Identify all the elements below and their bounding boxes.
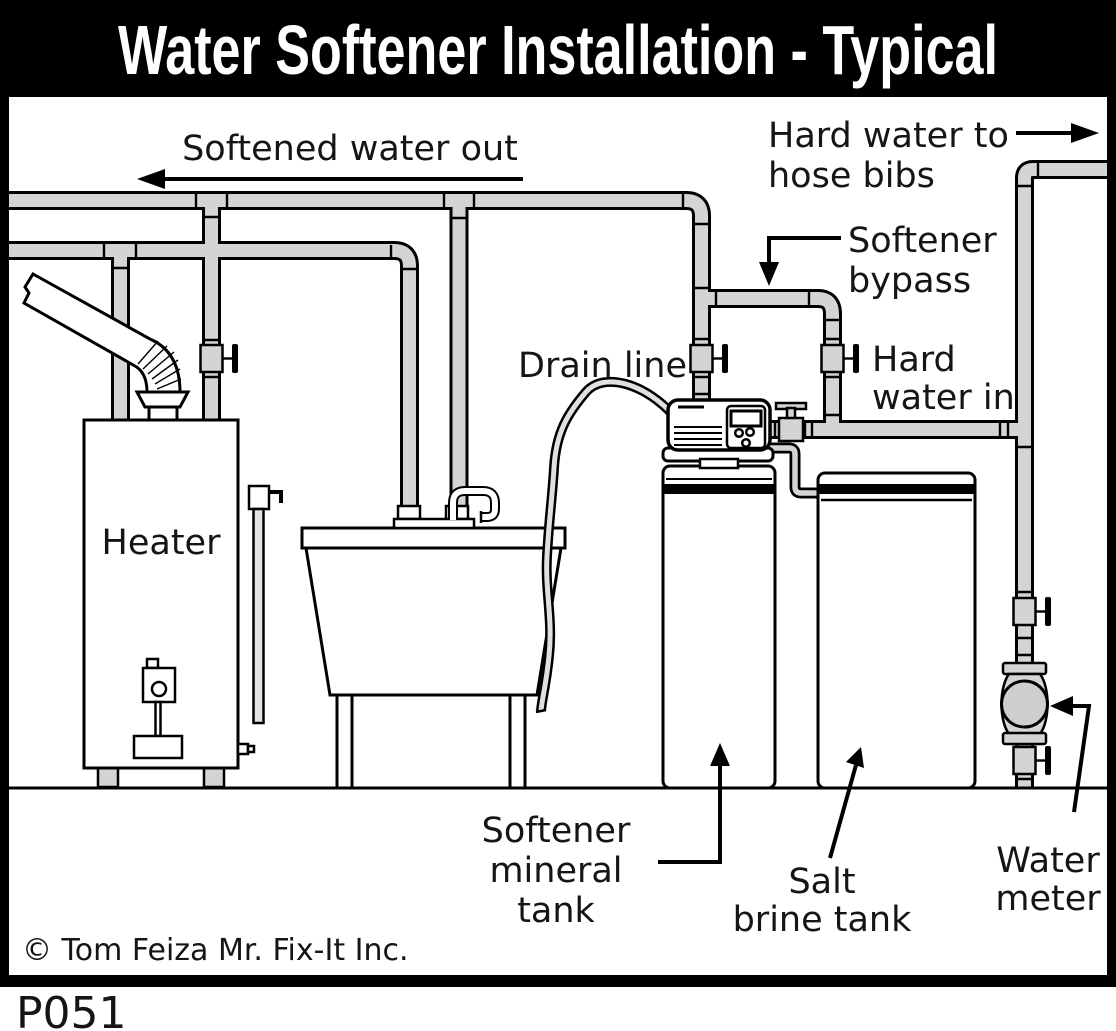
tank-band <box>663 484 775 494</box>
mineral-tank-label2: mineral <box>489 851 622 891</box>
diagram-frame: Water Softener Installation - Typical <box>0 0 1116 987</box>
draft-hood <box>134 390 191 409</box>
water-meter-label2: meter <box>995 879 1101 919</box>
softener-inlet-gate-valve <box>774 401 808 443</box>
burner-box <box>132 734 184 760</box>
tank-band <box>818 484 975 494</box>
drain-line-label: Drain line <box>518 346 687 386</box>
laundry-tub <box>300 486 567 790</box>
heater-foot <box>202 766 226 789</box>
hose-bibs-label: hose bibs <box>768 156 935 196</box>
tub-basin <box>304 546 563 697</box>
tub-leg <box>508 693 527 790</box>
hose-bibs-arrow <box>1016 123 1099 143</box>
drain-hose <box>535 382 676 714</box>
head-vents <box>674 426 722 446</box>
meter-upper-valve <box>1012 596 1051 627</box>
flue-elbow-ribs <box>137 340 182 390</box>
water-meter-label: Water <box>996 841 1100 881</box>
border-right <box>1107 97 1116 987</box>
salt-tank-leader-arrow <box>828 747 864 859</box>
meter-lower-valve <box>1012 745 1051 776</box>
control-button <box>744 426 756 438</box>
tub-leg <box>335 693 354 790</box>
bypass-left-valve <box>689 343 728 374</box>
figure-code: P051 <box>16 988 127 1031</box>
softened-water-arrow <box>137 169 523 189</box>
gas-supply-stem <box>154 700 162 738</box>
water-heater: Heater <box>22 271 283 789</box>
mineral-tank-label3: tank <box>517 891 595 931</box>
hard-water-in-label2: water in <box>872 378 1015 418</box>
bypass-right-valve <box>820 343 859 374</box>
page-title: Water Softener Installation - Typical <box>118 11 998 89</box>
softener-bypass-label: Softener <box>848 221 997 261</box>
hard-water-in-label: Hard <box>872 340 956 380</box>
water-meter <box>1000 661 1049 746</box>
mineral-tank-label: Softener <box>482 811 631 851</box>
faucet-deck <box>392 517 476 530</box>
softened-water-out-label: Softened water out <box>182 129 518 169</box>
annotations: Softened water out Hard water to hose bi… <box>137 116 1101 940</box>
tpr-valve <box>247 484 271 511</box>
flue-collar <box>147 405 179 422</box>
head-neck <box>698 457 740 470</box>
salt-tank-label: Salt <box>788 862 855 902</box>
faucet-escutcheon <box>396 504 422 521</box>
heater-label: Heater <box>102 523 222 563</box>
meter-dial <box>1000 679 1049 729</box>
softener-control-head <box>661 398 775 470</box>
heater-foot <box>96 766 120 789</box>
salt-tank-label2: brine tank <box>733 900 913 940</box>
drain-hose-end <box>535 708 547 714</box>
gas-valve-knob <box>145 657 160 670</box>
drain-spigot-tip <box>246 744 256 754</box>
salt-brine-tank <box>816 471 977 790</box>
gas-valve-dial <box>150 680 168 698</box>
water-meter-leader-arrow <box>1050 696 1092 813</box>
control-button <box>733 427 745 439</box>
hard-water-to-label: Hard water to <box>768 116 1009 156</box>
bypass-leader-arrow <box>759 236 841 286</box>
valves <box>199 343 1051 776</box>
tub-rim <box>300 526 567 550</box>
drain-spigot <box>236 742 250 756</box>
control-button <box>740 437 752 449</box>
control-display <box>729 409 763 428</box>
border-bottom <box>0 975 1116 987</box>
tpr-discharge-pipe <box>252 507 265 725</box>
faucet <box>448 486 500 523</box>
softener-bypass-label2: bypass <box>848 261 971 301</box>
softener-mineral-tank <box>661 464 777 790</box>
copyright-text: © Tom Feiza Mr. Fix-It Inc. <box>22 933 409 968</box>
border-left <box>0 97 9 987</box>
title-bar <box>0 0 1116 97</box>
heater-riser-valve <box>199 343 238 374</box>
tpr-lever <box>269 490 283 503</box>
mineral-tank-leader-arrow <box>658 743 730 864</box>
